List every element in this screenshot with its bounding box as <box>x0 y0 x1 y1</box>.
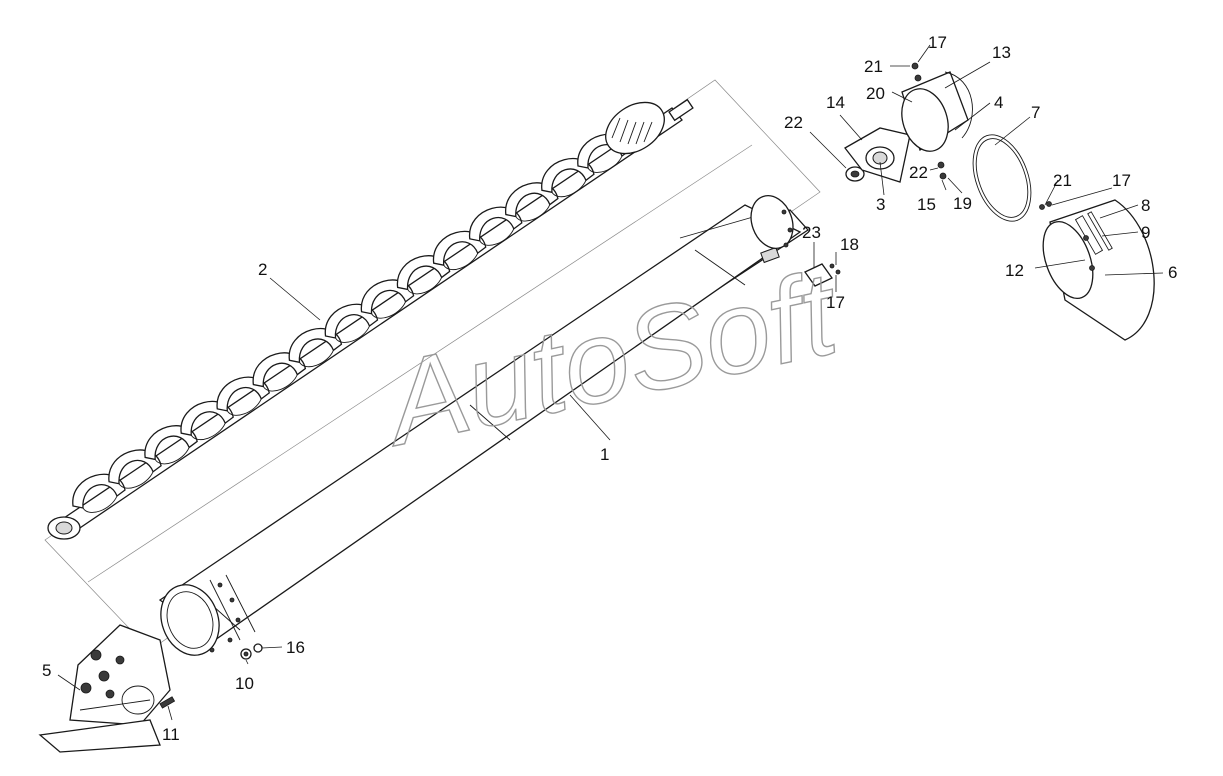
callout-17-top: 17 <box>928 33 947 52</box>
extension-tube-6 <box>1039 199 1155 341</box>
auger-flight-edge <box>587 155 623 173</box>
auger-end-paddle <box>605 101 665 155</box>
leader-lines <box>57 44 1164 721</box>
callout-6: 6 <box>1168 263 1177 282</box>
callout-labels: 1 2 3 4 5 6 7 8 9 10 11 12 13 14 15 16 1… <box>42 33 1177 744</box>
auger-flight-edge <box>154 447 190 465</box>
auger-flight-edge <box>262 374 298 392</box>
outlet-spout <box>38 624 171 753</box>
callout-23: 23 <box>802 223 821 242</box>
plate-23 <box>804 263 841 287</box>
callout-3: 3 <box>876 195 885 214</box>
auger-flight-edge <box>479 228 515 246</box>
outlet-hardware <box>159 643 263 709</box>
bearing-housing-3-14 <box>844 127 911 183</box>
callout-11: 11 <box>162 725 180 744</box>
auger-flight-edge <box>551 180 587 198</box>
callout-5: 5 <box>42 661 51 680</box>
callout-18: 18 <box>840 235 859 254</box>
callout-7: 7 <box>1031 103 1040 122</box>
auger-flight-edge <box>515 204 551 222</box>
auger-flight-edge <box>190 422 226 440</box>
callout-9: 9 <box>1141 223 1150 242</box>
callout-12: 12 <box>1005 261 1024 280</box>
callout-16: 16 <box>286 638 305 657</box>
callout-10: 10 <box>235 674 254 693</box>
callout-4: 4 <box>994 93 1003 112</box>
callout-15: 15 <box>917 195 936 214</box>
callout-22-left: 22 <box>784 113 803 132</box>
auger-flight-edge <box>118 471 154 489</box>
auger-flight-edge <box>299 350 334 368</box>
callout-19: 19 <box>953 194 972 213</box>
callout-21-top: 21 <box>864 57 883 76</box>
callout-1: 1 <box>600 445 609 464</box>
cover-4-13 <box>901 71 973 152</box>
auger-flight-edge <box>82 495 118 513</box>
auger-flight-edge <box>407 277 443 295</box>
callout-13: 13 <box>992 43 1011 62</box>
callout-2: 2 <box>258 260 267 279</box>
auger-flight-edge <box>371 301 406 319</box>
auger-screw <box>47 98 694 540</box>
bearing-22 <box>845 166 865 182</box>
hardware-17-20-21-upper <box>911 62 947 180</box>
callout-22-right: 22 <box>909 163 928 182</box>
auger-flight-edge <box>443 252 479 270</box>
callout-20: 20 <box>866 84 885 103</box>
callout-17-plate: 17 <box>826 293 845 312</box>
auger-flight-edge <box>335 325 370 343</box>
callout-8: 8 <box>1141 196 1150 215</box>
clamp-ring-7 <box>972 134 1032 222</box>
callout-17-right: 17 <box>1112 171 1131 190</box>
auger-flight-edge <box>226 398 262 416</box>
callout-14: 14 <box>826 93 845 112</box>
auger-tube <box>158 195 809 656</box>
callout-21-right: 21 <box>1053 171 1072 190</box>
